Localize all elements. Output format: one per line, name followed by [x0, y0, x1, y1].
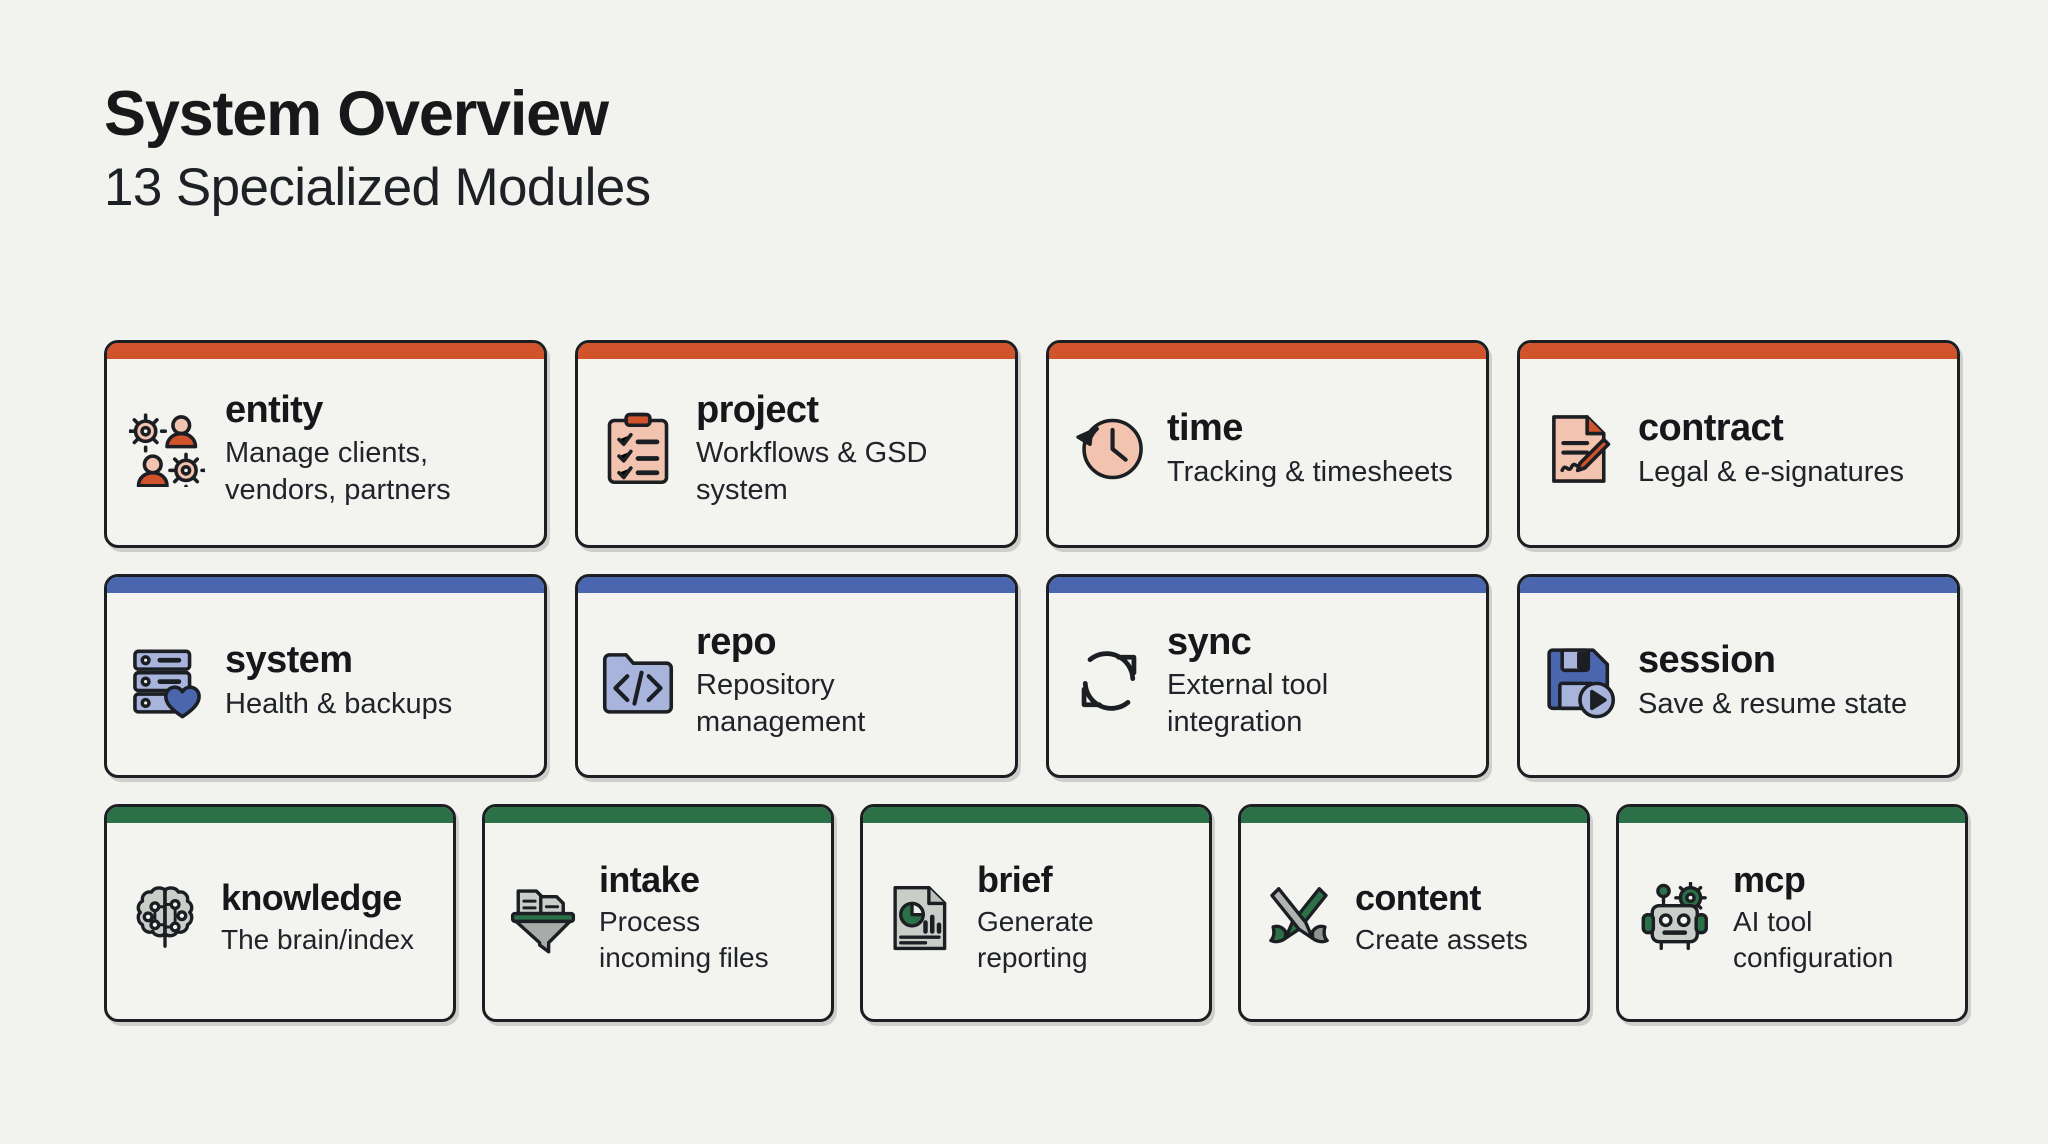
card-title: system — [225, 639, 353, 682]
card-accent-bar — [107, 577, 544, 593]
card-accent-bar — [578, 343, 1015, 359]
clock-history-icon — [1071, 411, 1147, 487]
card-description: Workflows & GSD system — [696, 437, 928, 507]
card-description: Tracking & timesheets — [1167, 455, 1453, 488]
brain-circuit-icon — [129, 882, 201, 954]
report-chart-icon — [885, 882, 957, 954]
card-description: AI tool configuration — [1733, 906, 1894, 974]
card-description: Process incoming files — [599, 906, 769, 974]
server-heart-icon — [129, 643, 205, 719]
card-description: The brain/index — [221, 924, 415, 956]
card-title: entity — [225, 388, 323, 431]
card-description: Legal & e-signatures — [1638, 455, 1904, 488]
card-title: repo — [696, 620, 777, 663]
card-description: External tool integration — [1167, 669, 1329, 739]
card-accent-bar — [1049, 577, 1486, 593]
card-description: Manage clients, vendors, partners — [225, 437, 451, 507]
card-accent-bar — [1520, 577, 1957, 593]
card-title: time — [1167, 407, 1243, 450]
card-title: intake — [599, 859, 700, 901]
floppy-play-icon — [1542, 643, 1618, 719]
card-accent-bar — [1049, 343, 1486, 359]
people-gears-icon — [129, 411, 205, 487]
document-signature-icon — [1542, 411, 1618, 487]
card-accent-bar — [485, 807, 831, 823]
card-title: project — [696, 388, 819, 431]
card-title: brief — [977, 859, 1053, 901]
card-accent-bar — [863, 807, 1209, 823]
card-title: mcp — [1733, 859, 1806, 901]
card-title: sync — [1167, 620, 1252, 663]
card-title: content — [1355, 876, 1481, 918]
card-description: Save & resume state — [1638, 687, 1908, 720]
card-description: Repository management — [696, 669, 866, 739]
paintbrushes-icon — [1263, 882, 1335, 954]
header: System Overview 13 Specialized Modules — [104, 80, 651, 221]
card-accent-bar — [107, 807, 453, 823]
card-description: Health & backups — [225, 687, 453, 720]
clipboard-checklist-icon — [600, 411, 676, 487]
card-title: contract — [1638, 407, 1784, 450]
card-accent-bar — [1520, 343, 1957, 359]
funnel-documents-icon — [507, 882, 579, 954]
card-accent-bar — [578, 577, 1015, 593]
card-description: Create assets — [1355, 924, 1528, 956]
card-title: session — [1638, 639, 1776, 682]
sync-arrows-icon — [1071, 643, 1147, 719]
card-accent-bar — [107, 343, 544, 359]
card-accent-bar — [1241, 807, 1587, 823]
card-description: Generate reporting — [977, 906, 1094, 974]
code-folder-icon — [600, 643, 676, 719]
card-text: mcp AI tool configuration — [1733, 859, 1943, 976]
card-accent-bar — [1619, 807, 1965, 823]
card-title: knowledge — [221, 876, 402, 918]
module-card-mcp[interactable]: mcp AI tool configuration — [1616, 804, 1968, 1022]
page-title: System Overview — [104, 79, 609, 149]
page-subtitle: 13 Specialized Modules — [104, 158, 651, 218]
card-content: mcp AI tool configuration — [1641, 850, 1943, 976]
robot-gear-icon — [1641, 882, 1713, 954]
